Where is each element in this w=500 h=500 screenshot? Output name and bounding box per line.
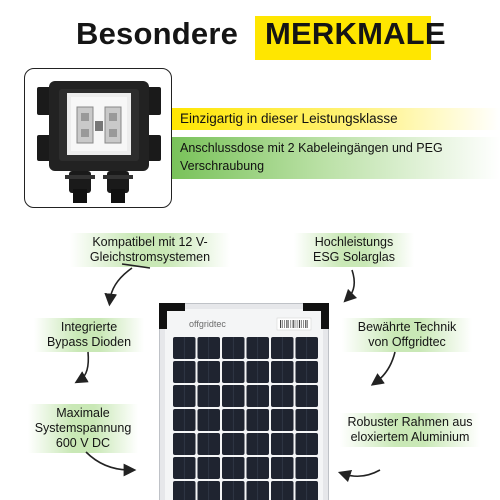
panel-brand: offgridtec (189, 319, 226, 329)
page-title: Besondere MERKMALE (0, 10, 500, 60)
title-highlight-box: MERKMALE (255, 16, 446, 60)
description-text: Anschlussdose mit 2 Kabeleingängen und P… (180, 141, 443, 173)
junction-box-image (37, 81, 161, 203)
arrow-bypass (74, 351, 90, 384)
feature-compatible: Kompatibel mit 12 V-Gleichstromsystemen (70, 233, 230, 267)
solar-panel: offgridtec (158, 302, 330, 500)
arrow-glass (343, 269, 358, 303)
feature-technology: Bewährte Technik von Offgridtec (342, 318, 472, 352)
feature-glass: Hochleistungs ESG Solarglas (294, 233, 414, 267)
highlight-bar: Einzigartig in dieser Leistungsklasse (172, 108, 500, 130)
solar-panel-image: offgridtec (158, 302, 330, 500)
description-bar: Anschlussdose mit 2 Kabeleingängen und P… (172, 137, 500, 179)
arrow-technology (370, 351, 396, 386)
feature-voltage: Maximale Systemspannung 600 V DC (28, 404, 138, 453)
highlight-text: Einzigartig in dieser Leistungsklasse (180, 111, 398, 126)
title-plain: Besondere (76, 16, 239, 51)
title-highlight: MERKMALE (265, 16, 446, 51)
arrow-compatible (104, 267, 133, 307)
feature-bypass: Integrierte Bypass Dioden (34, 318, 144, 352)
arrow-voltage (85, 451, 137, 477)
arrow-frame (337, 469, 381, 483)
feature-frame: Robuster Rahmen aus eloxiertem Aluminium (340, 413, 480, 447)
junction-box-card (24, 68, 172, 208)
